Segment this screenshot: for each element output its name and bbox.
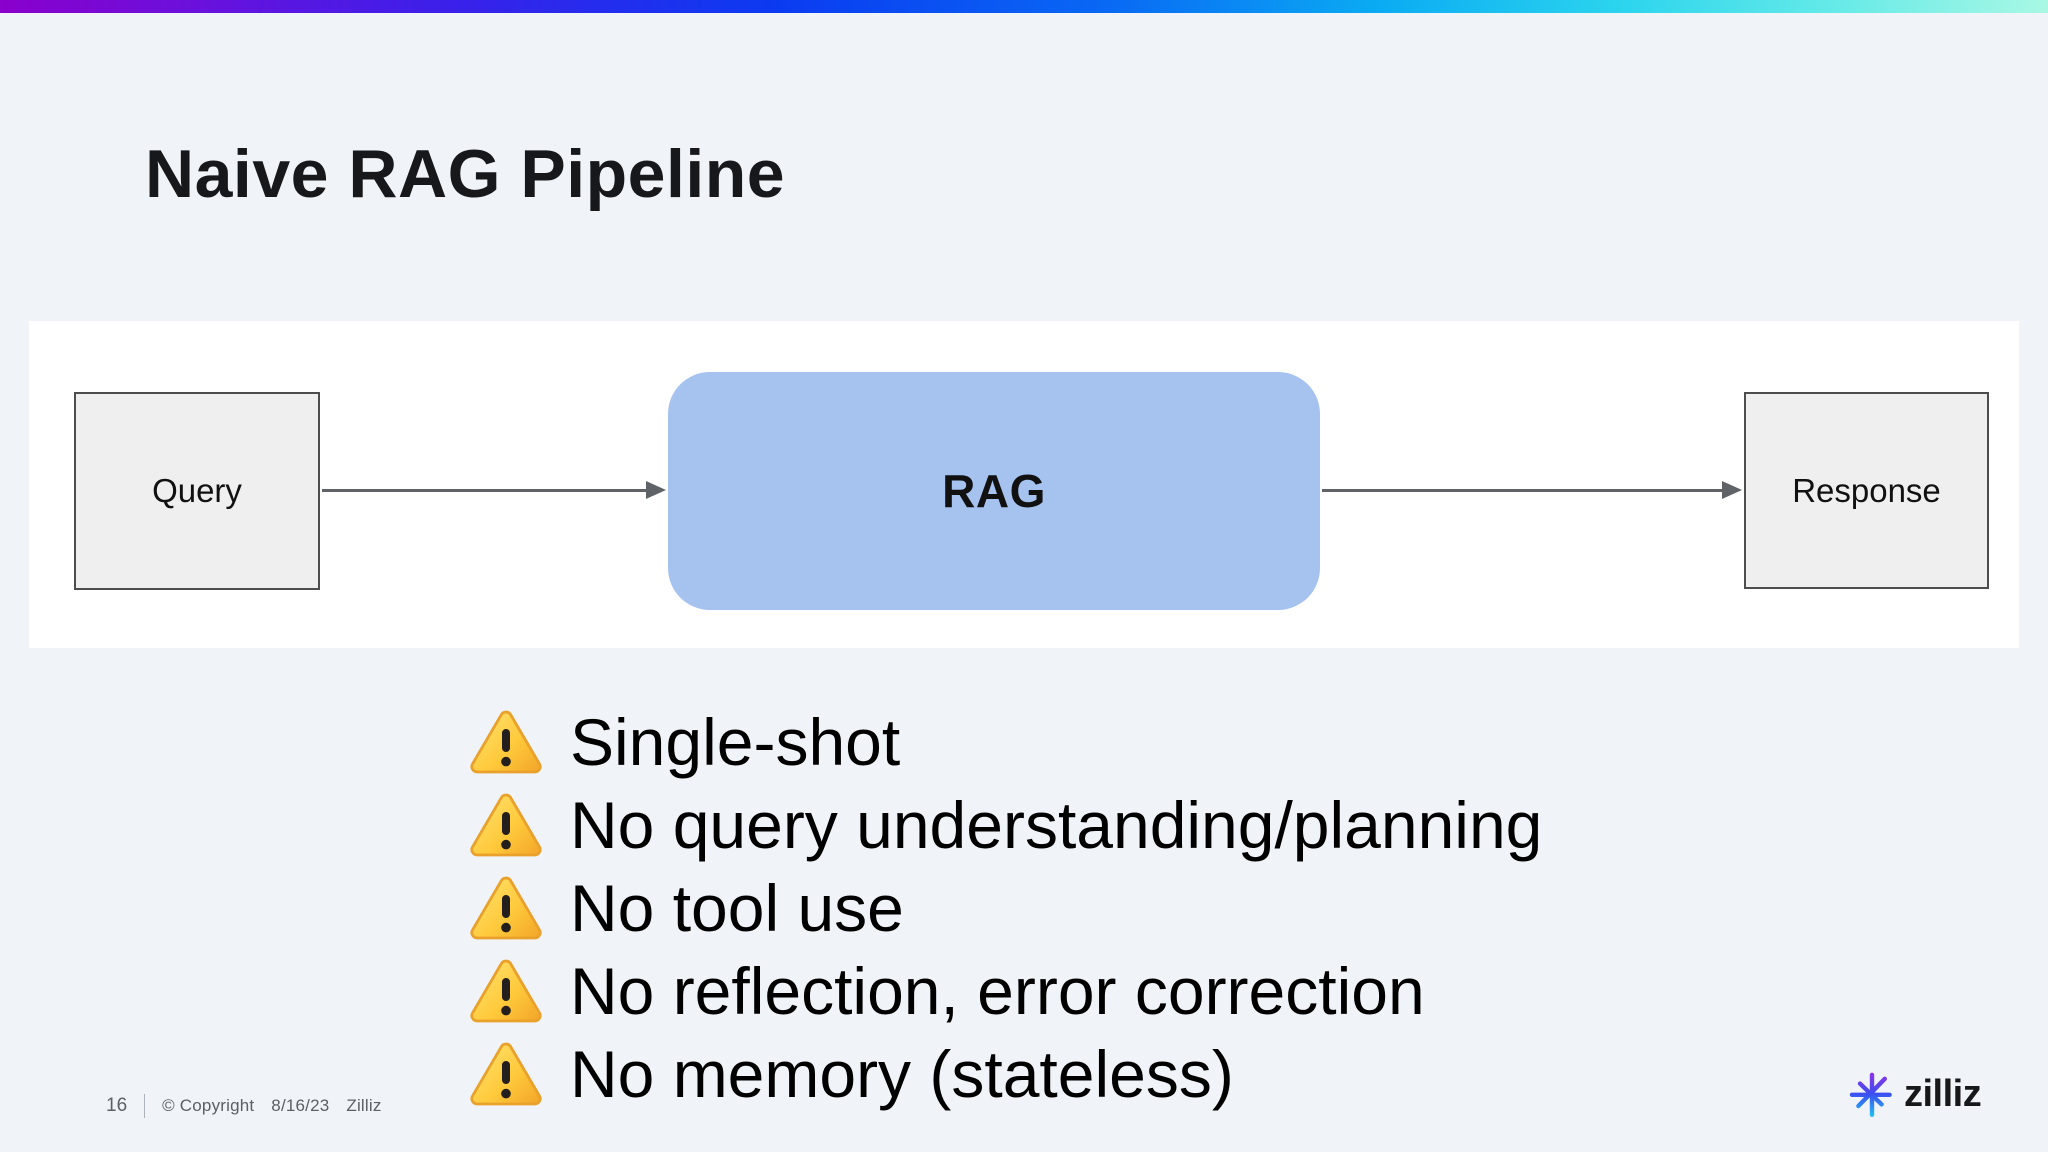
limitations-list: Single-shot No query understanding/plann… xyxy=(468,700,1542,1115)
list-item: No memory (stateless) xyxy=(468,1032,1542,1115)
query-node-label: Query xyxy=(152,472,242,509)
top-accent-gradient-bar xyxy=(0,0,2048,13)
page-title: Naive RAG Pipeline xyxy=(145,135,786,212)
arrowhead-query-to-rag-icon xyxy=(646,481,666,499)
arrowhead-rag-to-response-icon xyxy=(1722,481,1742,499)
copyright-date: 8/16/23 xyxy=(271,1096,330,1115)
list-item: No reflection, error correction xyxy=(468,949,1542,1032)
warning-icon xyxy=(470,959,542,1022)
zilliz-starburst-icon xyxy=(1849,1072,1892,1118)
list-item-text: No memory (stateless) xyxy=(570,1036,1234,1111)
list-item-text: No tool use xyxy=(570,870,904,945)
pipeline-diagram: Query RAG Response xyxy=(29,321,2019,648)
arrow-rag-to-response xyxy=(1322,489,1724,492)
warning-icon xyxy=(470,793,542,856)
warning-icon xyxy=(470,876,542,939)
rag-node-label: RAG xyxy=(942,465,1046,517)
list-item-text: No query understanding/planning xyxy=(570,787,1543,862)
query-node: Query xyxy=(74,392,320,590)
warning-icon xyxy=(470,1042,542,1105)
list-item: No tool use xyxy=(468,866,1542,949)
list-item: Single-shot xyxy=(468,700,1542,783)
copyright-company: Zilliz xyxy=(346,1096,382,1115)
rag-node: RAG xyxy=(668,372,1320,610)
warning-icon xyxy=(470,710,542,773)
copyright-label: © Copyright xyxy=(162,1096,255,1115)
copyright-text: © Copyright 8/16/23 Zilliz xyxy=(162,1096,381,1116)
page-number: 16 xyxy=(106,1095,128,1116)
zilliz-logo: zilliz xyxy=(1848,1064,1982,1124)
footer-divider xyxy=(144,1094,146,1118)
response-node-label: Response xyxy=(1792,471,1941,509)
list-item: No query understanding/planning xyxy=(468,783,1542,866)
list-item-text: Single-shot xyxy=(570,704,901,779)
arrow-query-to-rag xyxy=(322,489,648,492)
response-node: Response xyxy=(1744,392,1989,589)
zilliz-logo-text: zilliz xyxy=(1904,1072,1982,1115)
slide-footer: 16 © Copyright 8/16/23 Zilliz xyxy=(106,1094,382,1118)
list-item-text: No reflection, error correction xyxy=(570,953,1425,1028)
